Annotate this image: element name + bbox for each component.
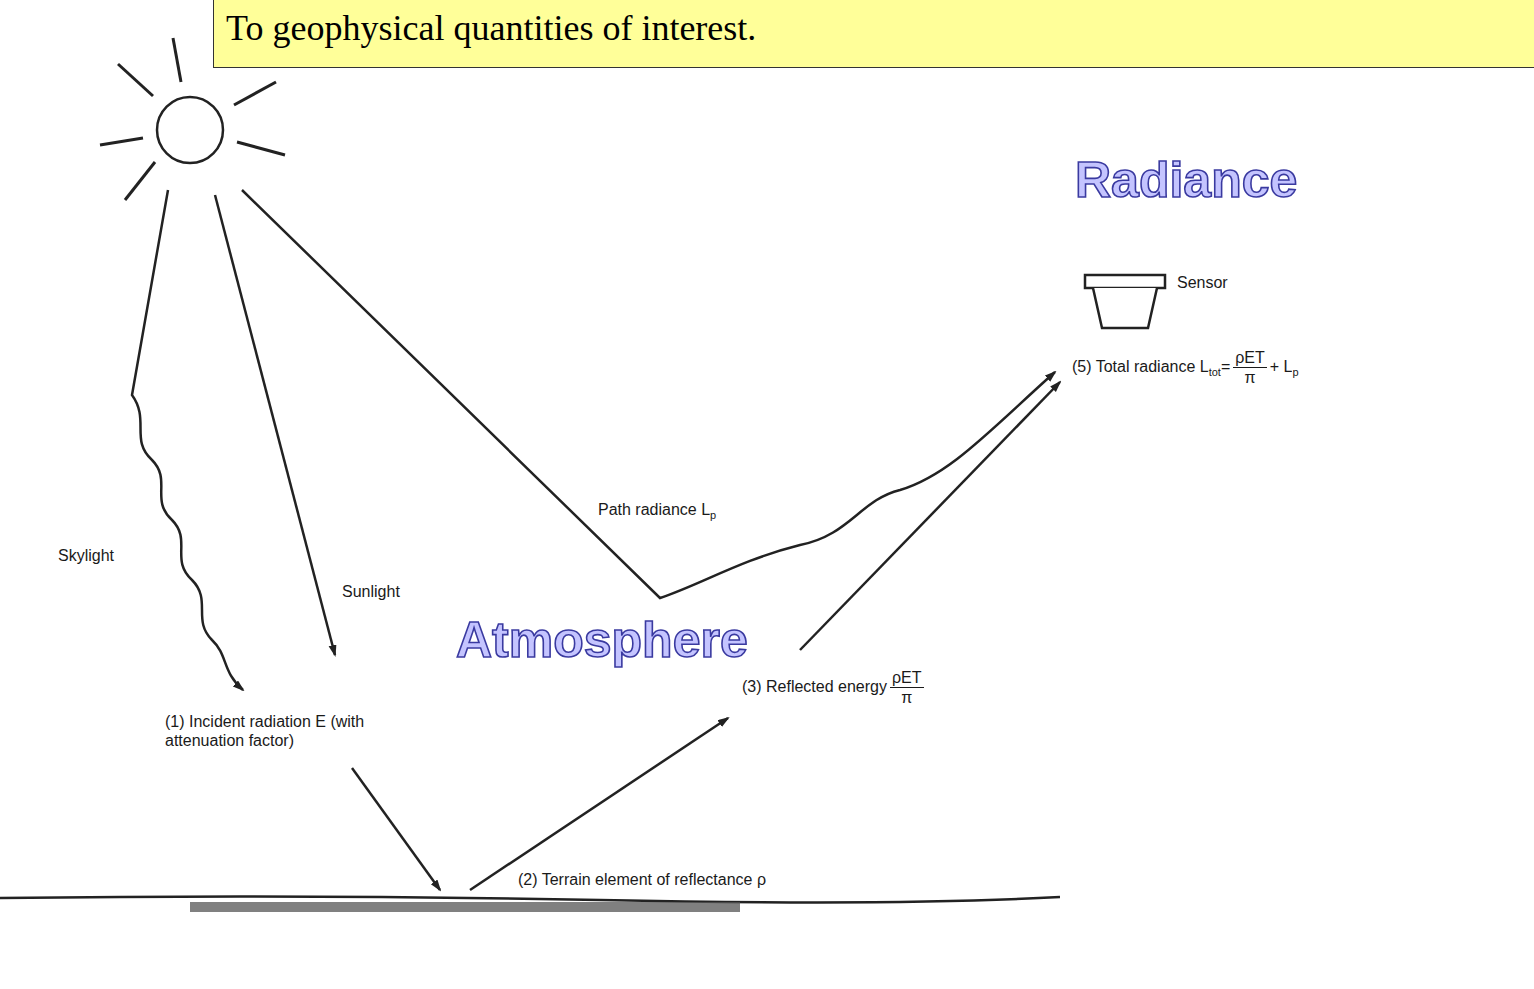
fraction: ρETπ xyxy=(1233,348,1267,387)
text-part: Atmosphere xyxy=(456,643,748,660)
text-part: = xyxy=(1221,358,1230,375)
label-text: Path radiance L xyxy=(598,501,710,518)
sensor-label: Sensor xyxy=(1177,273,1228,292)
banner-text: To geophysical quantities of interest. xyxy=(226,7,1534,49)
fraction-term: ρET xyxy=(1233,348,1267,368)
text-part: (1) Incident radiation E (with attenuati… xyxy=(165,713,364,749)
banner-box: To geophysical quantities of interest. xyxy=(213,0,1534,68)
fraction-term: π xyxy=(1233,368,1267,387)
text-part: ρETπ xyxy=(887,678,927,695)
reflected-energy-label: (3) Reflected energyρETπ xyxy=(742,668,927,707)
text-part: Radiance xyxy=(1075,183,1297,200)
label-text: Sensor xyxy=(1177,274,1228,291)
label-text: (1) Incident radiation E (with attenuati… xyxy=(165,713,364,749)
incident-ray xyxy=(352,768,440,890)
fraction: ρETπ xyxy=(890,668,924,707)
text-part: tot xyxy=(1209,358,1221,375)
text-part: Skylight xyxy=(58,547,114,564)
reflected-ray xyxy=(470,718,728,890)
label-text: Sunlight xyxy=(342,583,400,600)
sunlight-label: Sunlight xyxy=(342,582,400,601)
text-part: p xyxy=(1292,358,1298,375)
incident-radiation-label: (1) Incident radiation E (with attenuati… xyxy=(165,712,365,750)
text-part: p xyxy=(710,501,716,518)
region-label: Atmosphere xyxy=(456,612,748,668)
skylight-ray xyxy=(132,190,243,690)
region-label: Atmosphere xyxy=(456,610,748,670)
label-text: Skylight xyxy=(58,547,114,564)
text-part: + L xyxy=(1270,358,1293,375)
subscript: tot xyxy=(1209,366,1221,378)
label-text: (3) Reflected energy xyxy=(742,678,887,695)
scattered-ray xyxy=(242,190,1055,598)
skylight-label: Skylight xyxy=(58,546,114,565)
subscript: p xyxy=(710,509,716,521)
label-text: = xyxy=(1221,358,1230,375)
ground xyxy=(0,896,1060,912)
reflected-ray xyxy=(800,382,1060,650)
label-text: + L xyxy=(1270,358,1293,375)
label-text: (5) Total radiance L xyxy=(1072,358,1209,375)
text-part: Path radiance L xyxy=(598,501,710,518)
subscript: p xyxy=(1292,366,1298,378)
total-radiance-formula: (5) Total radiance Ltot=ρETπ+ Lp xyxy=(1072,348,1299,387)
label-text: (2) Terrain element of reflectance ρ xyxy=(518,871,766,888)
fraction-term: π xyxy=(890,688,924,707)
region-label: Radiance xyxy=(1075,152,1297,208)
sensor-symbol xyxy=(1085,275,1165,328)
text-part: Sensor xyxy=(1177,274,1228,291)
text-part: Sunlight xyxy=(342,583,400,600)
rays xyxy=(132,190,1060,890)
text-part: (2) Terrain element of reflectance ρ xyxy=(518,871,766,888)
fraction-term: ρET xyxy=(890,668,924,688)
text-part: (5) Total radiance L xyxy=(1072,358,1209,375)
region-label: Radiance xyxy=(1075,150,1297,210)
terrain-label: (2) Terrain element of reflectance ρ xyxy=(518,870,766,889)
path-radiance-label: Path radiance Lp xyxy=(598,500,716,522)
text-part: (3) Reflected energy xyxy=(742,678,887,695)
text-part: ρETπ xyxy=(1230,358,1270,375)
